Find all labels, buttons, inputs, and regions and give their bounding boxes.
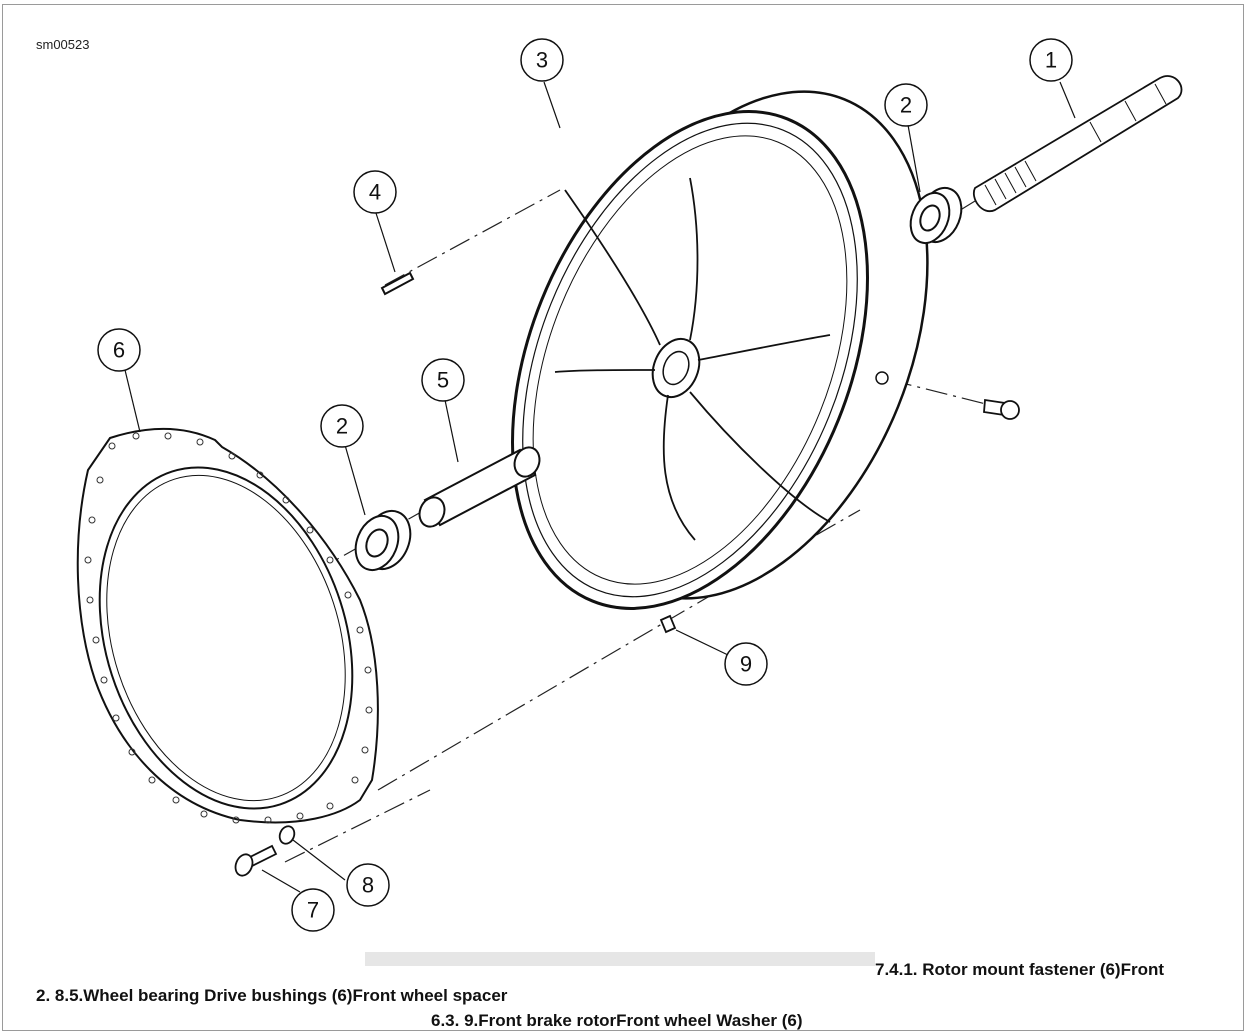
figure-frame [2,4,1244,1031]
legend-line-2: 2. 8.5.Wheel bearing Drive bushings (6)F… [36,986,508,1005]
fastener-axis-line [284,789,431,863]
leader-9 [675,629,729,656]
leader-6 [124,369,141,433]
legend-line-1: 7.4.1. Rotor mount fastener (6)Front [875,960,1165,979]
callout-label-8: 8 [362,873,374,898]
axle-drawing [972,75,1183,213]
leader-7 [261,869,301,893]
callout-label-2-left: 2 [336,414,348,439]
callout-label-9: 9 [740,652,752,677]
front-wheel-drawing [511,90,929,610]
drive-bushing-drawing [278,825,296,845]
front-wheel-spacer-drawing [418,446,541,528]
scan-artifact-bar [365,952,875,966]
callout-label-7: 7 [307,898,319,923]
leader-3 [543,81,561,129]
front-brake-rotor-drawing [76,427,379,824]
callout-circle-2-right [884,83,928,127]
callout-label-5: 5 [437,368,449,393]
leader-8 [292,839,346,881]
callout-circle-8 [346,863,390,907]
leader-5 [444,399,459,463]
washer-drawing [659,614,677,634]
rotor-mount-fastener-drawing [234,844,278,877]
callout-circle-3 [520,38,564,82]
leader-1 [1059,81,1076,119]
callout-circle-9 [724,642,768,686]
callout-circle-6 [97,328,141,372]
wheel-bearing-left-drawing [354,509,412,572]
callout-circle-4 [353,170,397,214]
valve-stem-drawing [983,398,1020,420]
callout-label-6: 6 [113,338,125,363]
callout-label-1: 1 [1045,48,1057,73]
callout-label-2-right: 2 [900,93,912,118]
legend-line-3: 6.3. 9.Front brake rotorFront wheel Wash… [431,1011,803,1030]
callout-circle-2-left [320,404,364,448]
callout-circle-5 [421,358,465,402]
pin-axis-line [384,189,561,286]
drive-pin-drawing [380,271,415,296]
callout-label-4: 4 [369,180,381,205]
wheel-bearing-right-drawing [909,186,963,245]
leader-4 [374,209,396,273]
figure-id: sm00523 [36,37,90,52]
leader-2-right [907,124,921,193]
callout-label-3: 3 [536,48,548,73]
callout-circle-1 [1029,38,1073,82]
leader-2-left [344,444,366,516]
washer-axis-line [377,589,721,791]
callout-circle-7 [291,888,335,932]
